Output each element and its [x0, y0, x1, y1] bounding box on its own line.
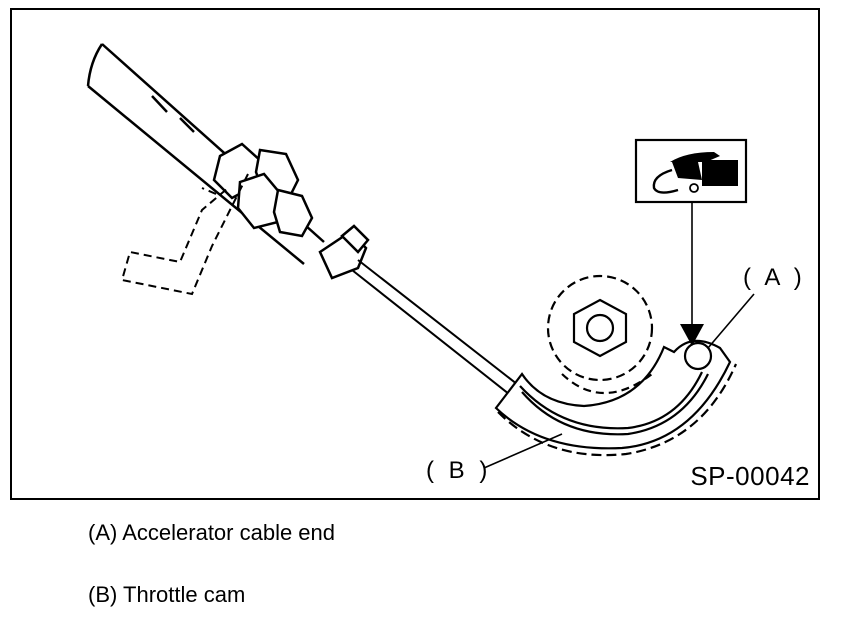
throttle-cable-drawing: [86, 43, 755, 469]
cable-end-ball: [683, 341, 713, 371]
leader-line-b: [483, 433, 563, 469]
inner-cable: [351, 259, 523, 399]
cable-bracket: [120, 173, 249, 296]
cable-ferrule: [318, 224, 370, 280]
grease-gun-icon: [634, 138, 748, 204]
figure-id: SP-00042: [690, 461, 810, 491]
diagram-figure: ( A ) ( B ) SP-00042: [10, 8, 820, 500]
legend-item-b: (B) Throttle cam: [88, 582, 246, 607]
lock-nut-inner: [236, 172, 314, 238]
leader-line-a: [707, 293, 755, 349]
callout-a: ( A ): [743, 264, 806, 291]
callout-b: ( B ): [426, 457, 492, 484]
grease-arrow: [680, 200, 704, 346]
throttle-cam: [494, 339, 738, 457]
throttle-shaft: [546, 274, 654, 382]
legend-item-a: (A) Accelerator cable end: [88, 520, 336, 545]
